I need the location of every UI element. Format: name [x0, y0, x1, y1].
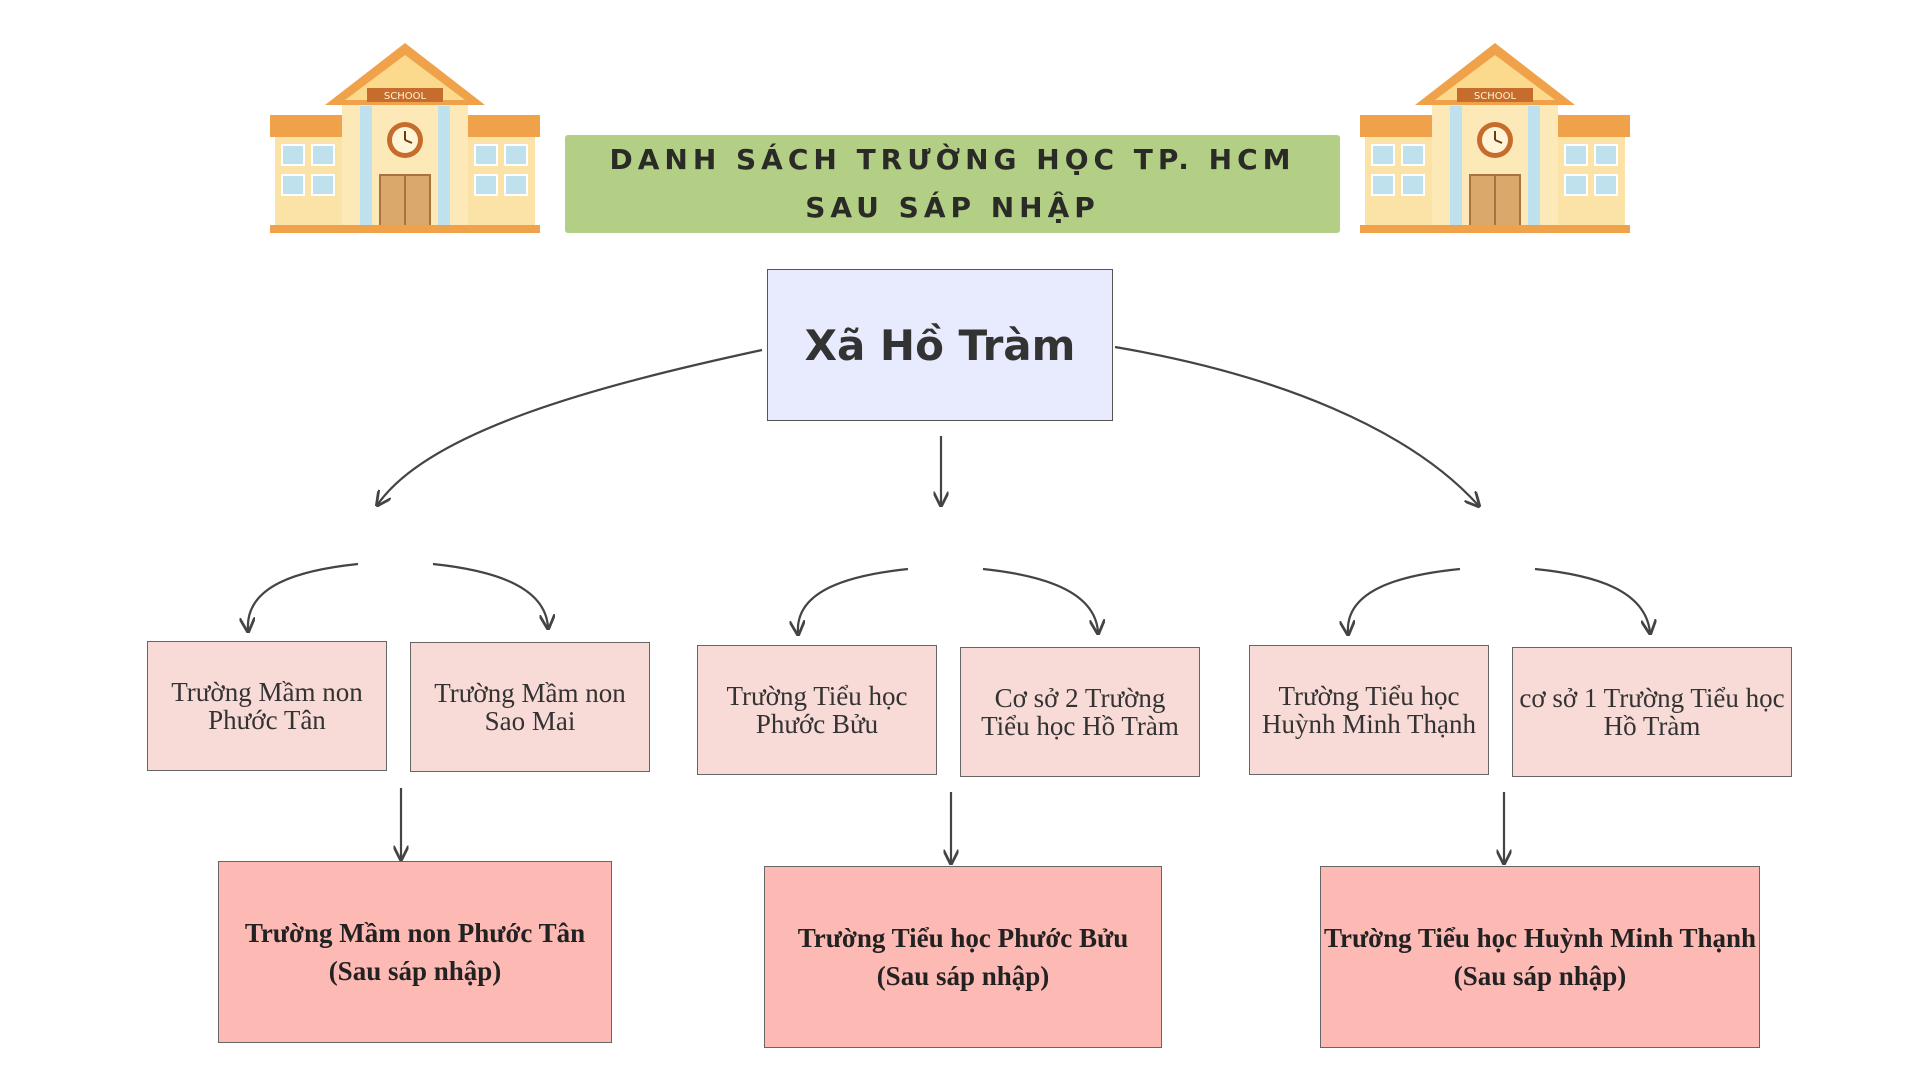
school-sign-text: SCHOOL	[384, 91, 427, 102]
school-node-label: Trường Mầm non Phước Tân	[171, 677, 363, 735]
school-node-label: Trường Mầm non Sao Mai	[434, 678, 626, 736]
title-line-2: SAU SÁP NHẬP	[805, 191, 1100, 224]
arrow-center-to-group1	[378, 348, 763, 504]
school-building-icon-right: SCHOOL	[1360, 43, 1630, 233]
title-banner: DANH SÁCH TRƯỜNG HỌC TP. HCM SAU SÁP NHẬ…	[565, 135, 1340, 233]
school-node: Trường Mầm non Sao Mai	[410, 642, 650, 772]
arrow-group1-right	[432, 562, 548, 627]
arrow-group1-left	[248, 562, 359, 630]
school-building-icon-left: SCHOOL	[270, 43, 540, 233]
school-node: cơ sở 1 Trường Tiểu học Hồ Tràm	[1512, 647, 1792, 777]
school-node: Trường Tiểu học Phước Bửu	[697, 645, 937, 775]
school-node: Trường Mầm non Phước Tân	[147, 641, 387, 771]
school-node: Cơ sở 2 Trường Tiểu học Hồ Tràm	[960, 647, 1200, 777]
merged-school-node: Trường Tiểu học Huỳnh Minh Thạnh (Sau sá…	[1320, 866, 1760, 1048]
center-node-label: Xã Hồ Tràm	[804, 320, 1076, 370]
school-node: Trường Tiểu học Huỳnh Minh Thạnh	[1249, 645, 1489, 775]
arrow-group3-left	[1348, 567, 1461, 633]
arrow-group3-right	[1534, 567, 1650, 632]
school-sign-text: SCHOOL	[1474, 91, 1517, 102]
arrow-center-to-group3	[1114, 345, 1478, 505]
merged-school-label: Trường Tiểu học Phước Bửu (Sau sáp nhập)	[797, 923, 1129, 991]
school-node-label: Trường Tiểu học Phước Bửu	[726, 681, 908, 739]
center-node: Xã Hồ Tràm	[767, 269, 1113, 421]
school-node-label: cơ sở 1 Trường Tiểu học Hồ Tràm	[1519, 683, 1785, 741]
merged-school-label: Trường Tiểu học Huỳnh Minh Thạnh (Sau sá…	[1323, 923, 1757, 991]
arrow-group2-right	[982, 567, 1098, 632]
merged-school-node: Trường Mầm non Phước Tân (Sau sáp nhập)	[218, 861, 612, 1043]
school-node-label: Trường Tiểu học Huỳnh Minh Thạnh	[1262, 681, 1476, 739]
merged-school-label: Trường Mầm non Phước Tân (Sau sáp nhập)	[244, 918, 586, 986]
merged-school-node: Trường Tiểu học Phước Bửu (Sau sáp nhập)	[764, 866, 1162, 1048]
school-node-label: Cơ sở 2 Trường Tiểu học Hồ Tràm	[981, 683, 1179, 741]
arrow-group2-left	[798, 567, 909, 633]
title-line-1: DANH SÁCH TRƯỜNG HỌC TP. HCM	[609, 143, 1296, 176]
